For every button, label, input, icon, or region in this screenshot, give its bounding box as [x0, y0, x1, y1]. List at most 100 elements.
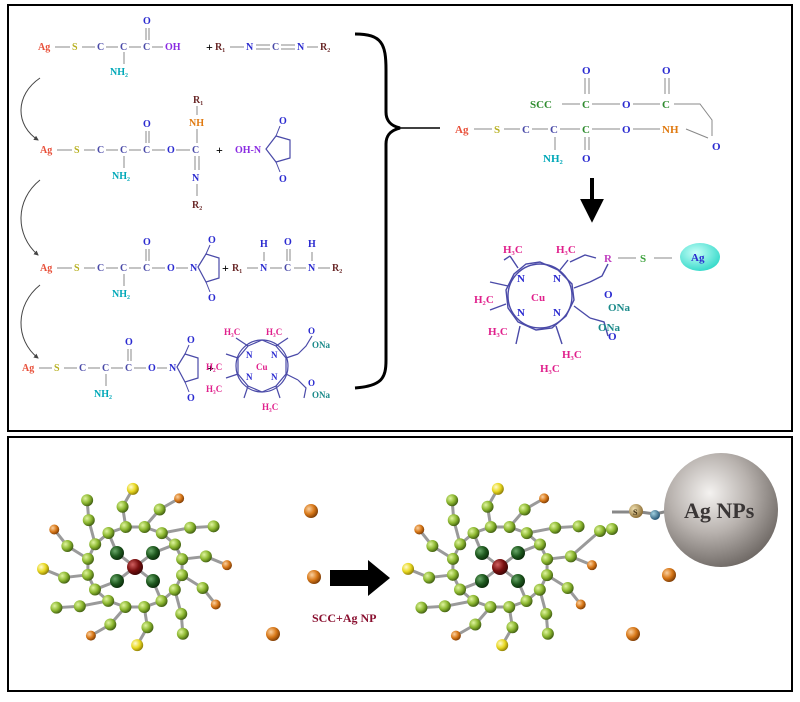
atom-sphere	[475, 546, 489, 560]
atom-sphere	[426, 540, 438, 552]
atom-sphere	[467, 527, 479, 539]
s-atom: S	[74, 145, 80, 156]
atom-sphere	[549, 522, 561, 534]
o-atom: O	[167, 145, 175, 156]
o-atom: O	[167, 263, 175, 274]
counter-ion-sphere	[266, 627, 280, 641]
atom-sphere	[146, 574, 160, 588]
atom-sphere	[110, 546, 124, 560]
atom-sphere	[594, 525, 606, 537]
counter-ion-sphere	[662, 568, 676, 582]
r2-group: R₂	[320, 42, 330, 53]
ag-atom: Ag	[22, 363, 34, 374]
atom-sphere	[511, 546, 525, 560]
atom-sphere	[37, 563, 49, 575]
c-atom: C	[143, 42, 150, 53]
c-atom: C	[143, 263, 150, 274]
o-atom: O	[279, 116, 287, 127]
o-atom: O	[125, 337, 133, 348]
atom-sphere	[506, 621, 518, 633]
c-atom: C	[662, 99, 670, 111]
h3c-group: H₃C	[556, 244, 576, 256]
linker-atom	[650, 510, 660, 520]
atom-sphere	[177, 628, 189, 640]
atom-sphere	[169, 538, 181, 550]
atom-sphere	[503, 601, 515, 613]
n-atom: N	[517, 307, 525, 319]
atom-sphere	[539, 493, 549, 503]
atom-sphere	[504, 521, 516, 533]
atom-sphere	[141, 621, 153, 633]
atom-sphere	[127, 559, 143, 575]
atom-sphere	[562, 582, 574, 594]
atom-sphere	[154, 504, 166, 516]
nh2-group: NH₂	[112, 171, 130, 182]
step3-nhs-ester: Ag S C C NH₂ C O O N O O + R₁ N H C O N	[40, 235, 342, 304]
atom-sphere	[542, 628, 554, 640]
atom-sphere	[222, 560, 232, 570]
r-group: R	[604, 253, 613, 265]
c-atom: C	[97, 145, 104, 156]
n-atom: N	[553, 307, 561, 319]
succinimide-ring	[198, 254, 219, 282]
h3c-group: H₃C	[562, 349, 582, 361]
atom-sphere	[83, 514, 95, 526]
c-atom: C	[97, 42, 104, 53]
h3c-group: H₃C	[266, 327, 282, 337]
c-atom: C	[102, 363, 109, 374]
atom-sphere	[50, 602, 62, 614]
atom-sphere	[576, 599, 586, 609]
atom-sphere	[492, 483, 504, 495]
counter-ion-sphere	[304, 504, 318, 518]
atom-sphere	[82, 553, 94, 565]
atom-sphere	[127, 483, 139, 495]
h3c-group: H₃C	[488, 326, 508, 338]
n-atom: N	[246, 350, 253, 360]
o-atom: O	[582, 153, 591, 165]
r1-group: R₁	[193, 95, 203, 106]
s-atom-label: S	[633, 508, 638, 517]
n-atom: N	[297, 42, 305, 53]
atom-sphere	[104, 618, 116, 630]
atom-sphere	[211, 599, 221, 609]
molecule-model-scc-agnp	[402, 483, 618, 651]
atom-sphere	[540, 608, 552, 620]
atom-sphere	[482, 501, 494, 513]
atom-sphere	[200, 550, 212, 562]
atom-sphere	[439, 600, 451, 612]
atom-sphere	[496, 639, 508, 651]
s-atom: S	[54, 363, 60, 374]
o-atom: O	[308, 326, 315, 336]
c-atom: C	[120, 145, 127, 156]
nh2-group: NH₂	[110, 67, 128, 78]
scc-label: SCC	[530, 99, 552, 111]
atom-sphere	[49, 525, 59, 535]
ona-group: ONa	[598, 322, 621, 334]
o-atom: O	[284, 237, 292, 248]
c-atom: C	[79, 363, 86, 374]
nh2-group: NH₂	[543, 153, 564, 165]
ona-group: ONa	[312, 390, 331, 400]
step1-amino-acid: Ag S C C NH₂ C O OH + R₁ N C N R₂	[38, 16, 330, 78]
atom-sphere	[475, 574, 489, 588]
atom-sphere	[492, 559, 508, 575]
plus-sign: +	[216, 143, 223, 157]
atom-sphere	[423, 572, 435, 584]
atom-sphere	[447, 553, 459, 565]
atom-sphere	[521, 595, 533, 607]
atom-sphere	[156, 595, 168, 607]
atom-sphere	[156, 527, 168, 539]
ag-atom: Ag	[40, 263, 52, 274]
arrow-label: SCC+Ag NP	[312, 611, 377, 625]
o-atom: O	[187, 393, 195, 404]
atom-sphere	[110, 574, 124, 588]
atom-sphere	[61, 540, 73, 552]
plus-sign: +	[206, 40, 213, 54]
h-atom: H	[308, 239, 316, 250]
h2c-group: H₂C	[206, 362, 222, 372]
cu-atom: Cu	[531, 292, 545, 304]
grouping-brace	[355, 34, 400, 388]
final-cu-porphyrin-conjugate: N N N N Cu H₃C H₃C R S Ag H₂C O ONa O ON…	[474, 243, 720, 375]
h3c-group: H₃C	[224, 327, 240, 337]
